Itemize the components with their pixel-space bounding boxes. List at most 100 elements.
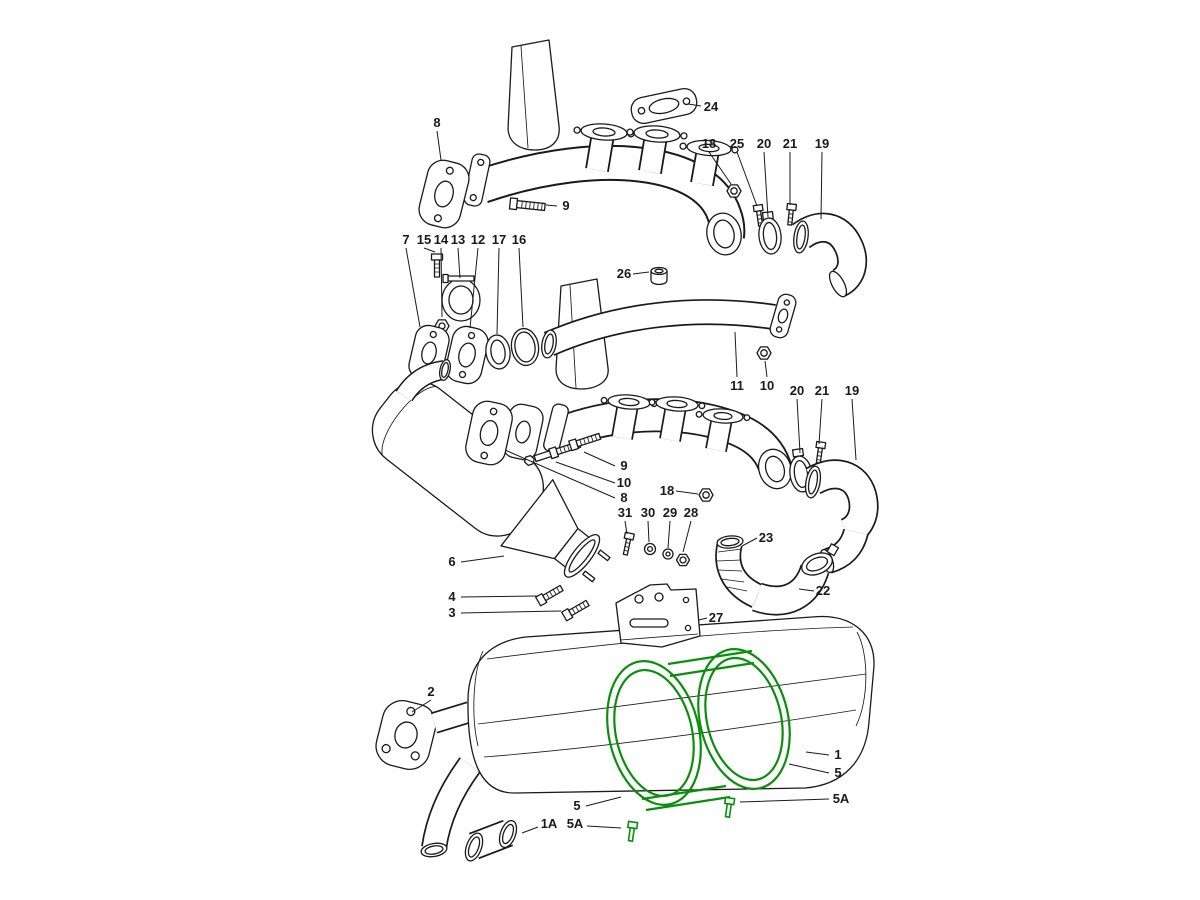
- callout-29: 29: [663, 505, 677, 520]
- main-muffler-1: [375, 615, 875, 862]
- crossover-pipe-assembly: [541, 278, 797, 390]
- callout-20-upper: 20: [757, 136, 771, 151]
- pipe-11-flange: [769, 293, 797, 339]
- callout-8-lower: 8: [620, 490, 627, 505]
- callout-1a: 1A: [541, 816, 558, 831]
- gasket-ring-16: [510, 327, 540, 367]
- clamp-strap-upper: [667, 649, 755, 678]
- callout-5a-bottom: 5A: [567, 816, 584, 831]
- bushing-26: [650, 266, 668, 286]
- washer-30: [643, 542, 657, 556]
- callout-20-lower: 20: [790, 383, 804, 398]
- callout-5-right: 5: [834, 765, 841, 780]
- callout-5a-right: 5A: [833, 791, 850, 806]
- callout-17: 17: [492, 232, 506, 247]
- nut-10-upper: [756, 346, 772, 360]
- callout-19-lower: 19: [845, 383, 859, 398]
- nut-18-upper: [726, 184, 742, 198]
- muffler-inlet-opening: [438, 359, 452, 381]
- callout-28: 28: [684, 505, 698, 520]
- clamp-13: [441, 273, 481, 322]
- clamp-ring-5-right: [697, 648, 791, 790]
- bolt-21-upper: [786, 202, 798, 226]
- upper-right-hardware: [726, 184, 868, 298]
- bolt-9-lower-b: [568, 432, 602, 452]
- clamp-strap-lower: [641, 784, 731, 812]
- callout-30: 30: [641, 505, 655, 520]
- callout-21-lower: 21: [815, 383, 829, 398]
- callout-5-bottom: 5: [573, 798, 580, 813]
- callout-10-lower: 10: [617, 475, 631, 490]
- callout-7: 7: [402, 232, 409, 247]
- callout-6: 6: [448, 554, 455, 569]
- flange-2: [375, 700, 437, 770]
- cylinder-stub-1: [573, 123, 635, 172]
- elbow-22: [752, 543, 840, 616]
- callout-9-upper: 9: [562, 198, 569, 213]
- upper-heat-exchanger: [463, 39, 746, 256]
- callout-10-upper: 10: [760, 378, 774, 393]
- pipe-11-open-end: [541, 329, 557, 359]
- bolt-3: [561, 599, 590, 622]
- callout-24: 24: [704, 99, 719, 114]
- callout-31: 31: [618, 505, 632, 520]
- callout-11: 11: [730, 378, 744, 393]
- small-hardware-row: [622, 531, 691, 567]
- nut-28: [675, 553, 691, 567]
- gasket-12: [445, 325, 489, 385]
- cylinder-stub-3: [679, 139, 739, 187]
- callout-2: 2: [427, 684, 434, 699]
- callout-4: 4: [448, 589, 456, 604]
- clamp-bolt-5a-left: [626, 820, 639, 843]
- lower-gasket-and-bolts: [465, 400, 602, 466]
- mounting-clamps-5: [606, 648, 791, 843]
- bolt-21-lower: [815, 440, 827, 464]
- bolt-31: [622, 531, 635, 556]
- sealing-ring-17: [485, 334, 511, 370]
- callout-22: 22: [816, 583, 830, 598]
- callout-26: 26: [617, 266, 631, 281]
- washer-29: [662, 548, 674, 560]
- mating-flange: [502, 403, 544, 461]
- bolt-4: [535, 584, 564, 607]
- clamp-20-upper: [758, 210, 782, 255]
- bracket-27: [615, 583, 701, 648]
- callout-15: 15: [417, 232, 431, 247]
- manifold2-outlet-opening: [757, 448, 793, 490]
- callout-1: 1: [834, 747, 841, 762]
- gasket-8-lower: [465, 400, 513, 466]
- callout-25: 25: [730, 136, 744, 151]
- callout-18-lower: 18: [660, 483, 674, 498]
- callout-13: 13: [451, 232, 465, 247]
- nut-18-lower: [698, 488, 714, 502]
- callout-16: 16: [512, 232, 526, 247]
- gasket-8-upper: [418, 159, 470, 229]
- callout-21-upper: 21: [783, 136, 797, 151]
- cylinder-stub-2: [626, 125, 688, 174]
- manifold-outlet-opening: [706, 212, 742, 256]
- bolt-9-upper: [508, 197, 546, 212]
- callout-labels: 24 8 18 25 20 21 19 9 7 15 14 13 12 17 1…: [402, 99, 859, 831]
- flex-hose-23: [715, 535, 764, 608]
- gasket-24: [630, 88, 698, 124]
- callout-leader-lines: [405, 103, 857, 834]
- callout-9-lower: 9: [620, 458, 627, 473]
- tailpipe-opening: [420, 842, 448, 858]
- primary-muffler-6: [371, 359, 611, 583]
- callout-18-upper: 18: [702, 136, 716, 151]
- callout-12: 12: [471, 232, 485, 247]
- upper-duct-funnel: [507, 39, 560, 151]
- elbow-19-upper: [792, 212, 868, 298]
- tailpipe-sleeve-1a: [464, 819, 518, 862]
- cylinder-stub-5: [648, 396, 706, 442]
- callout-27: 27: [709, 610, 723, 625]
- callout-8-upper: 8: [433, 115, 440, 130]
- callout-19-upper: 19: [815, 136, 829, 151]
- cylinder-stub-6: [695, 408, 751, 453]
- clamp-bolt-5a-right: [723, 796, 736, 819]
- callout-3: 3: [448, 605, 455, 620]
- bolt-15: [430, 253, 444, 278]
- callout-23: 23: [759, 530, 773, 545]
